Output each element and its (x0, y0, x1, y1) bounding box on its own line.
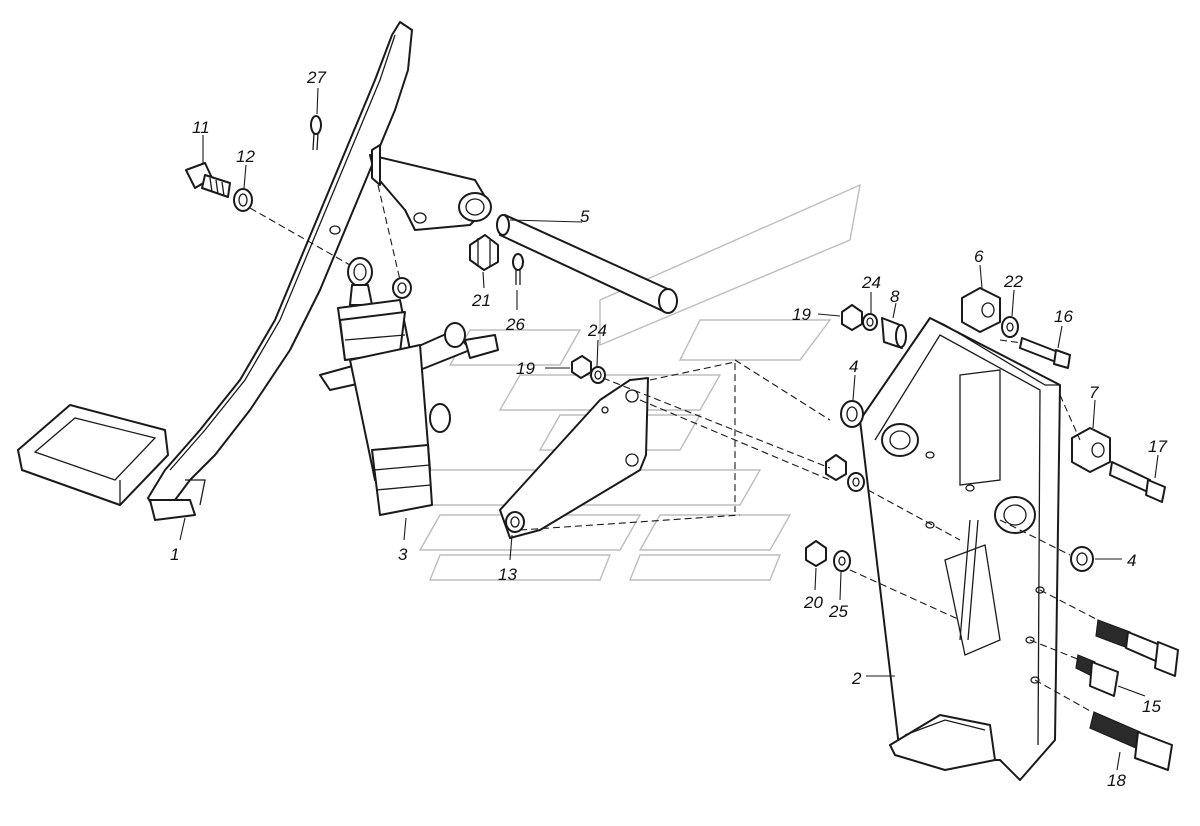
callout-21: 21 (471, 291, 491, 310)
master-cylinder (319, 257, 499, 516)
callout-15: 15 (1142, 697, 1161, 716)
callout-labels: 1 2 3 4 4 5 6 7 8 11 12 13 15 16 17 18 1… (170, 68, 1167, 790)
bushing-8 (881, 317, 907, 349)
callout-19-left: 19 (516, 359, 535, 378)
callout-17: 17 (1148, 437, 1167, 456)
pedal-pad (17, 404, 169, 506)
bolt-15 (1075, 654, 1119, 697)
cotter-pin-27 (310, 115, 322, 151)
bolt-11 (185, 162, 231, 198)
bolt-long (1095, 619, 1179, 677)
callout-22: 22 (1003, 272, 1023, 291)
callout-2: 2 (851, 669, 862, 688)
assembly-lines (249, 184, 1099, 713)
callout-5: 5 (580, 207, 590, 226)
bolt-18 (1089, 711, 1173, 771)
callout-4-upper: 4 (849, 357, 858, 376)
callout-13: 13 (498, 565, 517, 584)
washer-4-lower (1070, 546, 1094, 572)
washer-4-upper (840, 400, 864, 428)
pivot-bracket (369, 144, 492, 231)
callout-24-left: 24 (587, 321, 607, 340)
washer-12 (233, 188, 253, 212)
leader-lines (179, 87, 1159, 771)
callout-7: 7 (1089, 383, 1099, 402)
washer-25 (833, 550, 851, 572)
spacer-7 (1071, 427, 1111, 473)
castle-nut-21 (469, 234, 499, 271)
callout-6: 6 (974, 247, 984, 266)
callout-25: 25 (828, 602, 848, 621)
spacer-6 (961, 287, 1001, 333)
callout-11: 11 (192, 118, 210, 137)
bolt-17 (1109, 461, 1166, 503)
bolt-16 (1019, 337, 1071, 369)
callout-18: 18 (1107, 771, 1126, 790)
nut-mid (825, 454, 847, 481)
callout-27: 27 (306, 68, 326, 87)
callout-20: 20 (803, 593, 823, 612)
mounting-bracket-2 (859, 317, 1061, 781)
callout-24-right: 24 (861, 273, 881, 292)
nut-19-right (841, 304, 863, 331)
callout-4-lower: 4 (1127, 551, 1136, 570)
callout-3: 3 (398, 545, 408, 564)
washer-mid (847, 472, 865, 492)
mounting-plate-13 (499, 377, 649, 539)
nut-19-left (571, 355, 592, 379)
watermark-logo (408, 183, 861, 581)
callout-1: 1 (170, 545, 179, 564)
pivot-shaft (496, 214, 678, 314)
callout-26: 26 (505, 315, 525, 334)
callout-8: 8 (890, 287, 900, 306)
washer-24-right (862, 313, 878, 331)
nut-20 (805, 540, 827, 567)
callout-16: 16 (1054, 307, 1073, 326)
callout-12: 12 (236, 147, 255, 166)
washer-near-lever (392, 277, 412, 299)
cotter-pin-26 (512, 253, 524, 285)
washer-22 (1001, 316, 1019, 338)
washer-24-left (590, 366, 606, 384)
callout-19-right: 19 (792, 305, 811, 324)
